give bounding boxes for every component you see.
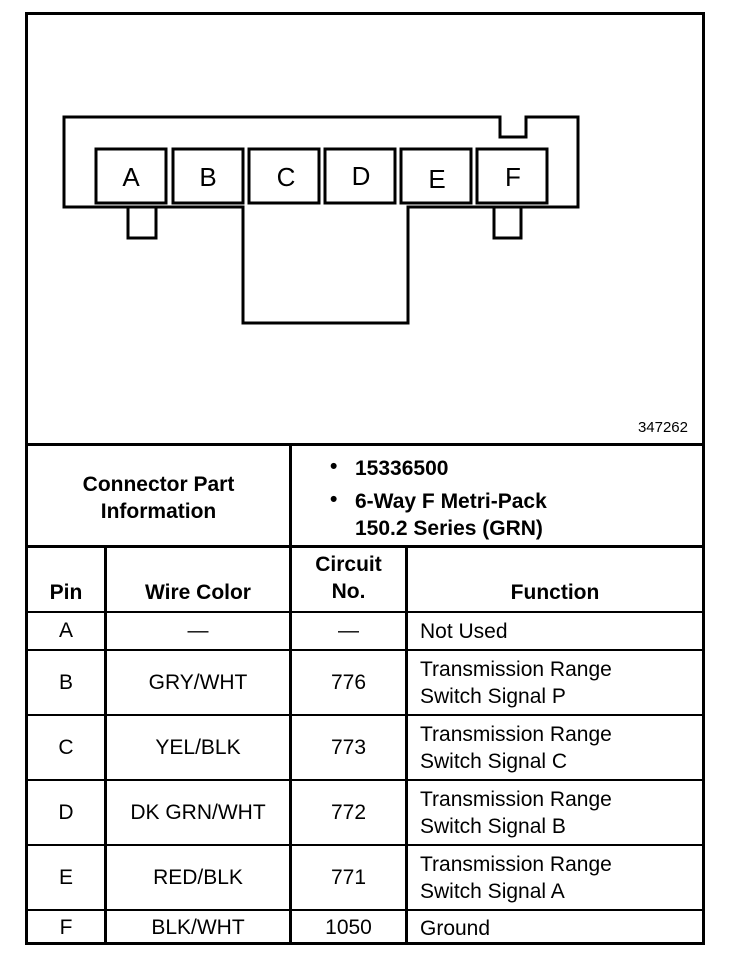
part-number: 15336500 <box>355 457 449 480</box>
cell-wire-color: GRY/WHT <box>148 670 248 694</box>
latch-tab-f <box>492 207 523 240</box>
info-label-line1: Connector Part <box>82 472 235 496</box>
bullet-dot: • <box>330 488 338 511</box>
cell-pin: F <box>59 916 73 939</box>
cell-pin: A <box>58 619 73 642</box>
function-line1: Transmission Range <box>420 722 612 746</box>
cavity-e <box>399 147 473 205</box>
function-line1: Transmission Range <box>420 657 612 681</box>
latch-tab-a <box>126 207 158 240</box>
header-circuit-line2: No. <box>331 580 366 603</box>
row-line <box>28 611 702 613</box>
cavity-label-b: B <box>199 162 216 192</box>
header-circuit: Circuit No. <box>292 548 405 611</box>
column-line <box>405 548 408 945</box>
cell-function: Transmission Range Switch Signal P <box>408 651 702 714</box>
function-line1: Transmission Range <box>420 852 612 876</box>
divider-diagram <box>28 443 702 446</box>
cell-pin: E <box>58 865 73 889</box>
cell-function: Transmission Range Switch Signal A <box>408 846 702 909</box>
cell-circuit: 776 <box>330 670 367 694</box>
function-line1: Not Used <box>420 619 508 643</box>
cell-circuit: 773 <box>330 735 367 759</box>
cavity-d <box>323 147 397 205</box>
cavity-label-c: C <box>277 162 296 192</box>
row-line <box>28 649 702 651</box>
cell-pin: D <box>58 800 74 824</box>
cell-function: Ground <box>408 911 702 945</box>
connector-diagram: A B C D E F 347262 <box>28 15 702 445</box>
cell-circuit: 772 <box>330 800 367 824</box>
row-line <box>28 779 702 781</box>
header-circuit-line1: Circuit <box>315 553 382 576</box>
function-line2: Switch Signal C <box>420 749 568 773</box>
cavity-label-a: A <box>122 162 140 192</box>
header-pin: Pin <box>49 581 83 604</box>
bullet-dot: • <box>330 455 338 478</box>
cell-wire-color: — <box>187 619 209 642</box>
cell-circuit: 771 <box>330 865 367 889</box>
info-label-line2: Information <box>100 499 217 523</box>
cavity-label-f: F <box>505 162 521 192</box>
cell-function: Transmission Range Switch Signal C <box>408 716 702 779</box>
description-line1: 6-Way F Metri-Pack <box>355 490 547 513</box>
cavity-b <box>171 147 245 205</box>
cavity-c <box>247 147 321 205</box>
cell-wire-color: BLK/WHT <box>151 916 245 939</box>
row-line <box>28 844 702 846</box>
cell-circuit: 1050 <box>325 916 372 939</box>
cell-function: Transmission Range Switch Signal B <box>408 781 702 844</box>
row-line <box>28 909 702 911</box>
function-line1: Transmission Range <box>420 787 612 811</box>
column-line <box>104 548 107 945</box>
cell-wire-color: DK GRN/WHT <box>130 800 266 824</box>
cell-wire-color: YEL/BLK <box>155 735 241 759</box>
cell-wire-color: RED/BLK <box>153 865 243 889</box>
cavity-a <box>94 147 168 205</box>
row-line <box>28 714 702 716</box>
info-divider <box>289 446 292 547</box>
function-line2: Switch Signal B <box>420 814 566 838</box>
cell-circuit: — <box>338 619 359 642</box>
function-line2: Switch Signal P <box>420 684 566 708</box>
cell-pin: C <box>58 735 74 759</box>
cell-pin: B <box>58 670 73 694</box>
connector-sheet: A B C D E F 347262 Connector Part Inform… <box>25 12 705 945</box>
header-function: Function <box>510 581 600 604</box>
cavity-label-d: D <box>352 161 371 191</box>
column-line <box>289 548 292 945</box>
connector-info-label: Connector Part Information <box>28 448 289 547</box>
function-line1: Ground <box>420 916 491 940</box>
cavity-label-e: E <box>428 164 445 194</box>
header-wire-color: Wire Color <box>145 581 251 604</box>
connector-housing-outline <box>62 115 580 325</box>
connector-face-drawing: A B C D E F <box>62 115 580 325</box>
description-line2: 150.2 Series (GRN) <box>355 517 543 540</box>
cell-function: Not Used <box>408 613 702 649</box>
cavity-f <box>475 147 549 205</box>
function-line2: Switch Signal A <box>420 879 565 903</box>
connector-info-values: • 15336500 • 6-Way F Metri-Pack 150.2 Se… <box>292 448 702 547</box>
figure-id: 347262 <box>637 419 688 436</box>
divider-info <box>28 545 702 548</box>
